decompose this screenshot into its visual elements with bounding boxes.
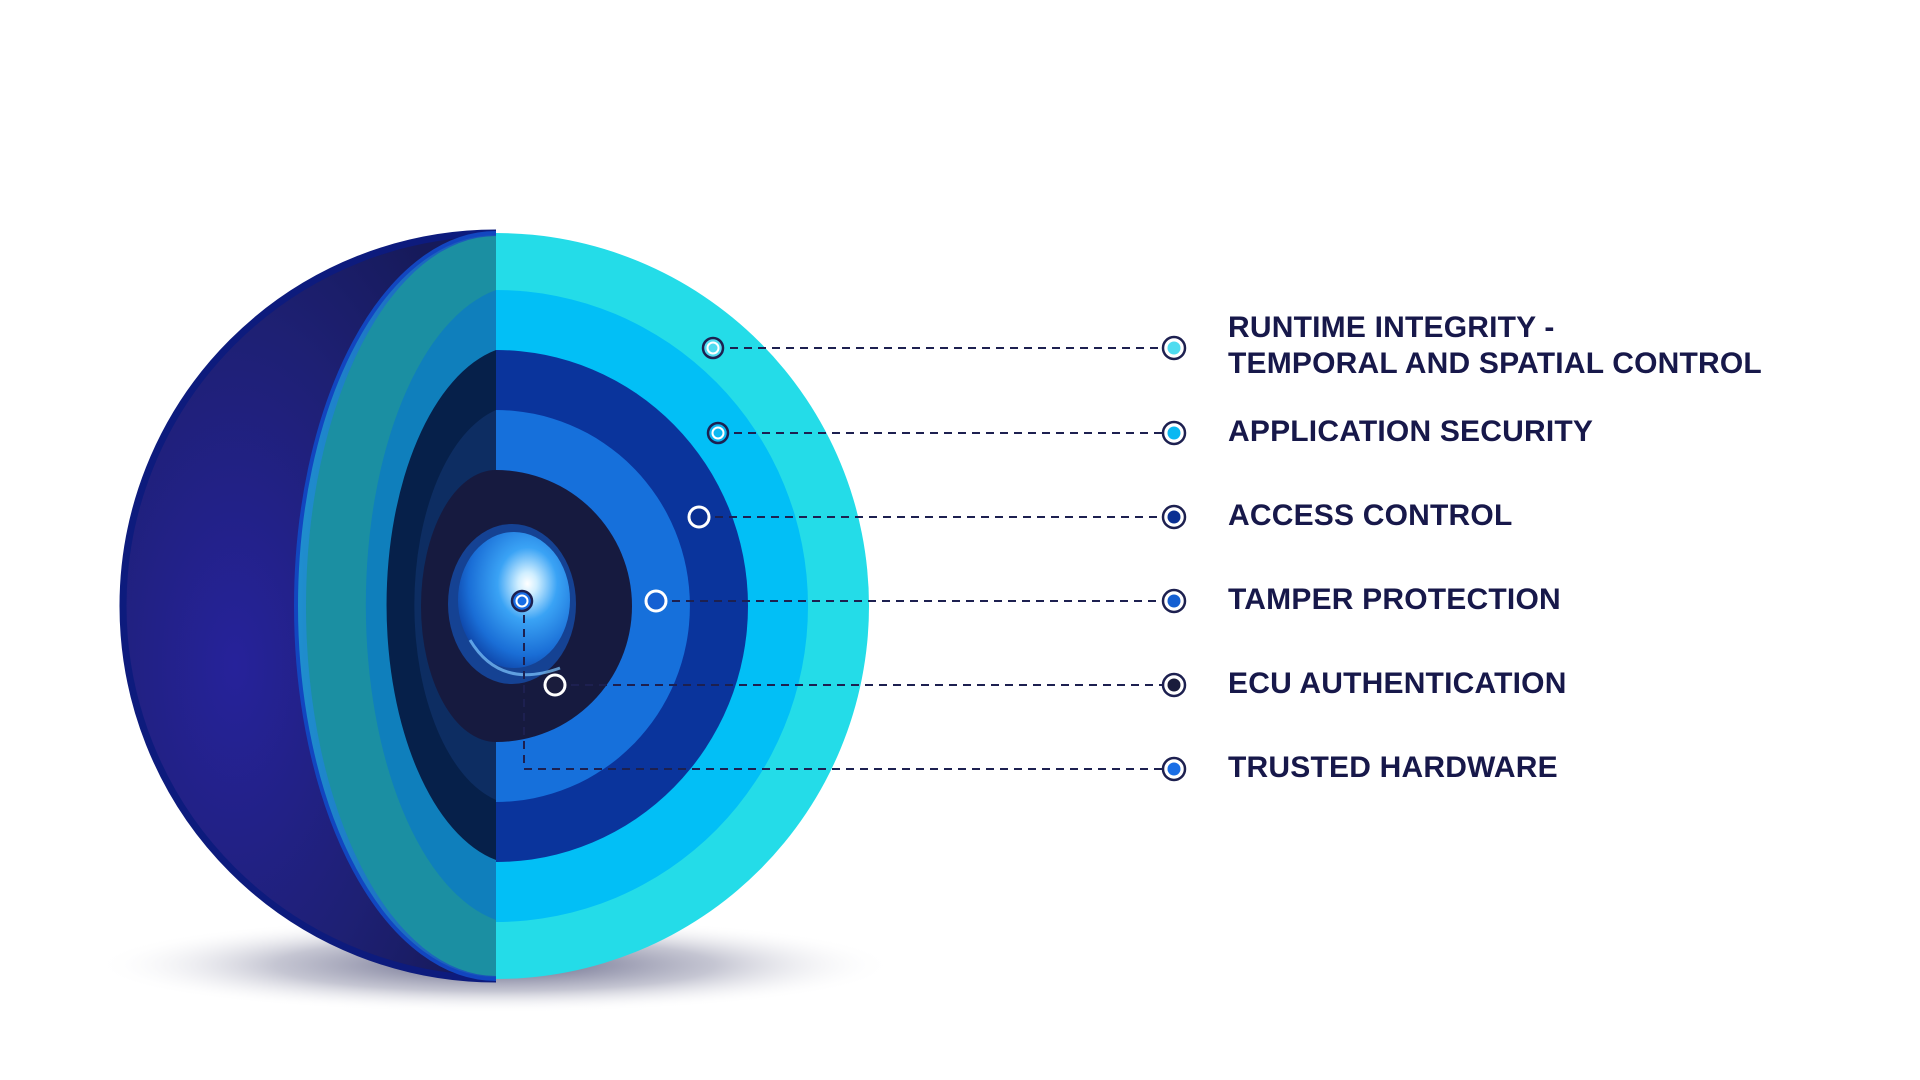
label-ecu-authentication-text: ECU AUTHENTICATION xyxy=(1228,667,1567,700)
source-markers xyxy=(510,336,730,697)
label-runtime-integrity: RUNTIME INTEGRITY - TEMPORAL AND SPATIAL… xyxy=(1228,310,1762,382)
source-marker-access-control xyxy=(687,505,711,529)
label-access-control: ACCESS CONTROL xyxy=(1228,498,1512,534)
connectors xyxy=(523,347,1174,770)
label-ecu-authentication: ECU AUTHENTICATION xyxy=(1228,666,1567,702)
core-edge xyxy=(468,639,561,677)
source-marker-trusted-hardware xyxy=(510,589,534,613)
label-application-security-text: APPLICATION SECURITY xyxy=(1228,415,1594,448)
label-markers xyxy=(1161,335,1187,782)
source-marker-tamper-protection xyxy=(644,589,668,613)
label-tamper-protection: TAMPER PROTECTION xyxy=(1228,582,1561,618)
sphere-back-rim xyxy=(119,229,497,983)
label-runtime-integrity-line-2: TEMPORAL AND SPATIAL CONTROL xyxy=(1228,347,1762,380)
cut-edge xyxy=(294,231,497,981)
label-runtime-integrity-line-1: RUNTIME INTEGRITY - xyxy=(1228,311,1555,344)
label-trusted-hardware-text: TRUSTED HARDWARE xyxy=(1228,751,1558,784)
label-trusted-hardware: TRUSTED HARDWARE xyxy=(1228,750,1558,786)
connector-trusted-hardware xyxy=(523,601,1174,770)
label-application-security: APPLICATION SECURITY xyxy=(1228,414,1593,450)
source-marker-runtime-integrity xyxy=(701,336,725,360)
label-tamper-protection-text: TAMPER PROTECTION xyxy=(1228,583,1561,616)
source-marker-ecu-authentication xyxy=(543,673,567,697)
source-marker-application-security xyxy=(706,421,730,445)
label-access-control-text: ACCESS CONTROL xyxy=(1228,499,1513,532)
